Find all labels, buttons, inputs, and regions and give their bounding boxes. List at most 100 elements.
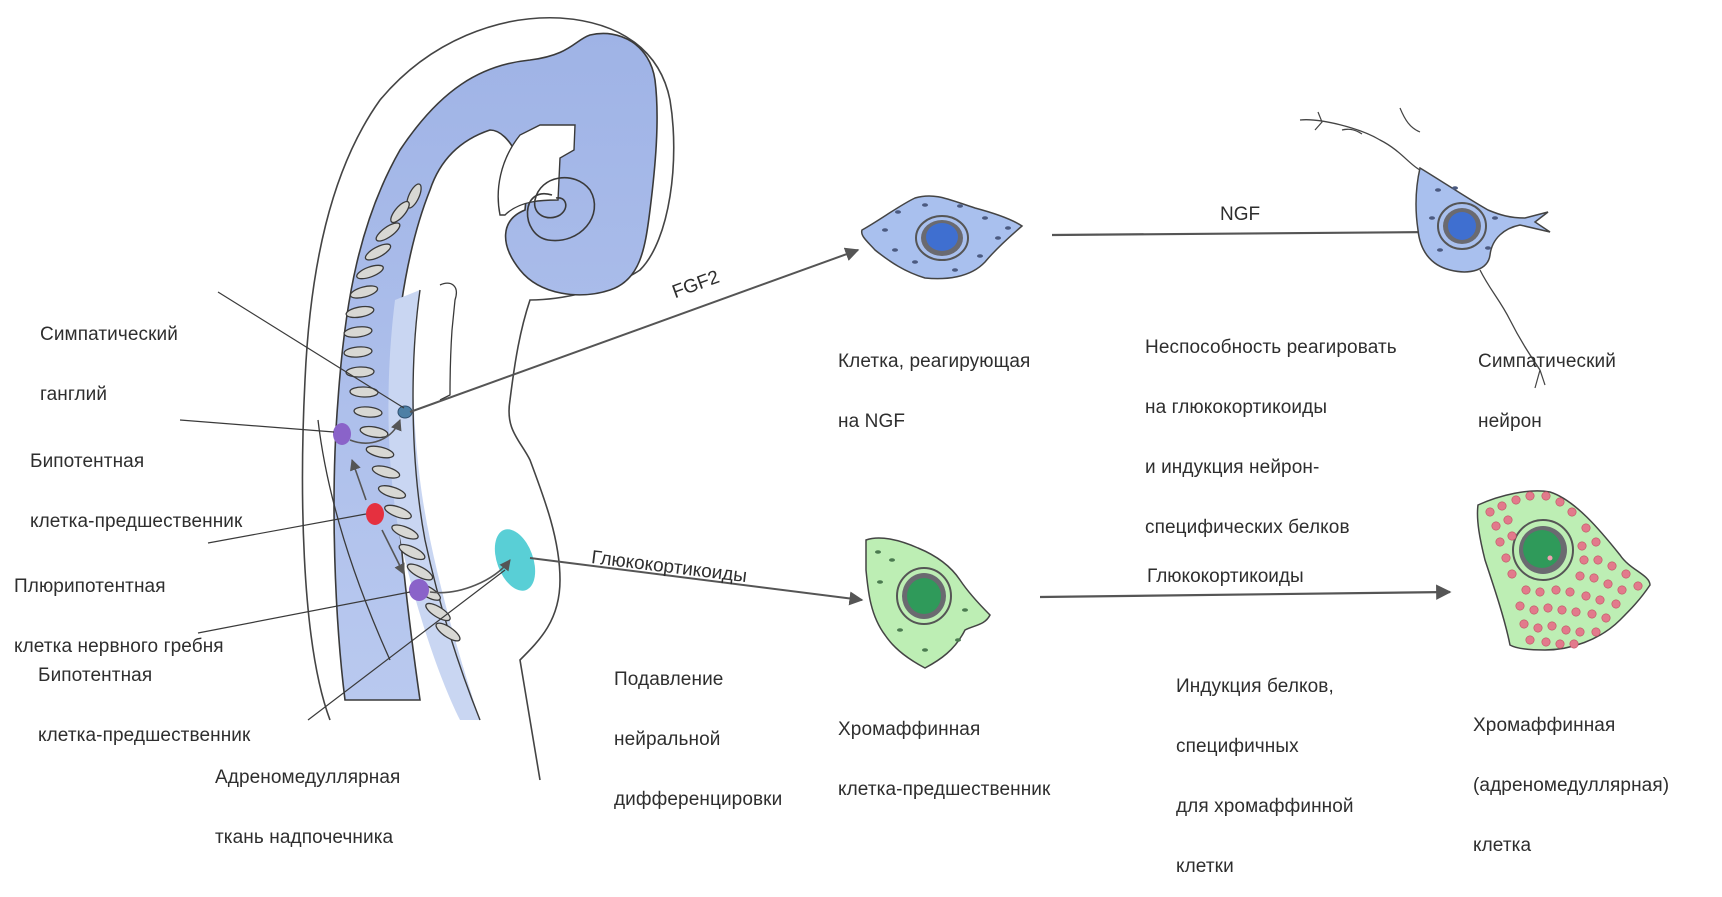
label-line: Подавление [614,669,724,690]
granule [1561,625,1571,635]
granule [1611,599,1621,609]
granule [1577,541,1587,551]
label-line: клетка нервного гребня [14,636,224,657]
migration-arrow-down [381,529,405,576]
label-sympathetic-neuron: Симпатический нейрон [1478,312,1616,452]
inner-boundary-line [412,289,481,721]
sympathetic-neuron [1299,107,1551,389]
neural-tube-fill [333,32,658,701]
secretory-granules [1485,491,1643,649]
label-line: Клетка, реагирующая [838,351,1031,372]
label-line: специфичных [1176,736,1299,757]
optic-spiral [526,176,596,242]
label-line: и индукция нейрон- [1145,457,1320,478]
granule [1591,627,1601,637]
label-line: ганглий [40,384,108,405]
label-line: клетка-предшественник [30,511,243,532]
granule [1581,591,1591,601]
label-line: клетки [1176,856,1234,877]
granule [1491,521,1501,531]
granule [1503,515,1513,525]
label-line: клетка-предшественник [838,779,1051,800]
granule [1555,639,1565,649]
granule [1541,637,1551,647]
label-line: дифференцировки [614,789,783,810]
granule [1593,555,1603,565]
label-line: Хромаффинная [1473,715,1616,736]
label-line: Бипотентная [38,665,153,686]
label-line: Плюрипотентная [14,576,166,597]
granule [1621,569,1631,579]
granule [1525,635,1535,645]
label-line: (адреномедуллярная) [1473,775,1670,796]
granule [1543,603,1553,613]
granule [1507,569,1517,579]
granule [1579,555,1589,565]
label-chromaffin-progenitor: Хромаффинная клетка-предшественник [838,680,1050,820]
granule [1555,497,1565,507]
label-induction-description: Индукция белков, специфичных для хромафф… [1176,637,1354,897]
granule [1533,623,1543,633]
granule [1575,627,1585,637]
granule [1603,579,1613,589]
fgf2-arrow [409,247,860,413]
label-adrenal-tissue: Адреномедуллярная ткань надпочечника [215,728,400,868]
chromaffin-cell [1476,490,1651,651]
neural-crest-pathway [317,419,391,661]
label-line: для хромаффинной [1176,796,1354,817]
granule [1541,491,1551,501]
granule [1557,605,1567,615]
label-line: Адреномедуллярная [215,767,401,788]
label-bipotent-lower: Бипотентная клетка-предшественник [38,626,250,766]
label-line: Индукция белков, [1176,676,1334,697]
granule [1495,537,1505,547]
granule [1575,571,1585,581]
granule [1551,585,1561,595]
granule [1571,607,1581,617]
heart-outline [439,282,457,401]
label-suppression-description: Подавление нейральной дифференцировки [614,630,782,830]
granule [1507,531,1517,541]
bipotent-cell-lower [409,579,429,601]
granule [1601,613,1611,623]
granule [1529,605,1539,615]
label-glucocorticoids-2: Глюкокортикоиды [1147,566,1304,587]
label-bipotent-upper: Бипотентная клетка-предшественник [30,412,242,552]
granule [1569,639,1579,649]
granule [1607,561,1617,571]
ngf-responsive-cell [860,195,1024,280]
glucocorticoids-arrow-2 [1039,584,1452,600]
granule [1581,523,1591,533]
label-pluripotent: Плюрипотентная клетка нервного гребня [14,537,224,677]
granule [1591,537,1601,547]
granule [1595,595,1605,605]
granule [1633,581,1643,591]
granule [1565,587,1575,597]
to-adrenal-arrow [429,559,511,594]
granule [1519,619,1529,629]
embryo-illustration [301,16,675,781]
adrenal-medulla-tissue [494,529,536,591]
label-line: ткань надпочечника [215,827,394,848]
label-line: на глюкокортикоиды [1145,397,1328,418]
granule [1485,507,1495,517]
label-line: клетка [1473,835,1532,856]
label-line: нейральной [614,729,721,750]
migration-arrow-up [350,458,367,501]
label-line: Неспособность реагировать [1145,337,1397,358]
granule [1515,601,1525,611]
label-ngf: NGF [1220,204,1261,225]
label-line: нейрон [1478,411,1542,432]
neural-crest-differentiation-diagram [179,16,1651,781]
label-line: Бипотентная [30,451,145,472]
granule [1547,621,1557,631]
bipotent-cell-upper [333,423,351,445]
head-notch [497,124,576,216]
label-chromaffin-cell: Хромаффинная (адреномедуллярная) клетка [1473,676,1669,876]
ngf-arrow [1051,224,1439,240]
somites [343,183,461,642]
granule [1589,573,1599,583]
label-line: на NGF [838,411,906,432]
embryo-outer-outline [301,16,675,781]
label-line: специфических белков [1145,517,1350,538]
